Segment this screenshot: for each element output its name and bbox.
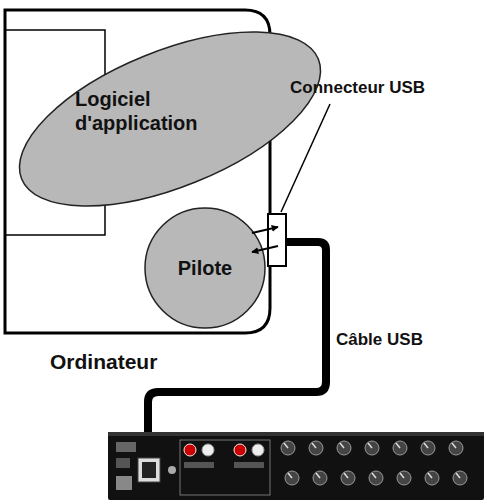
software-ellipse: Logiciel d'application	[5, 27, 335, 211]
cable-label: Câble USB	[336, 330, 423, 350]
computer-outline: OrdinateurLogiciel d'applicationPilote	[5, 10, 270, 333]
node-label: Pilote	[145, 256, 265, 280]
audio-interface	[108, 432, 484, 500]
node-label: Logiciel d'application	[75, 87, 225, 135]
device-knobs	[281, 441, 467, 485]
node-label: Ordinateur	[50, 349, 157, 374]
connector-label: Connecteur USB	[290, 78, 425, 98]
driver-circle: Pilote	[145, 208, 265, 328]
